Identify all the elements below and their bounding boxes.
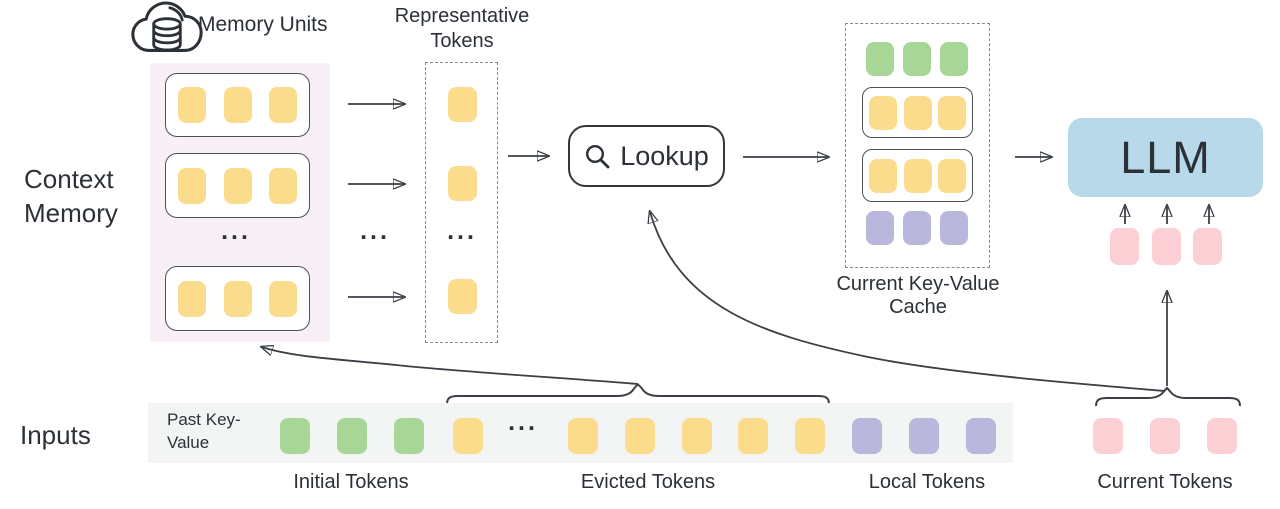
input-token-local — [909, 418, 939, 454]
token — [903, 95, 932, 130]
representative-token — [448, 279, 477, 314]
llm-input-token — [1193, 228, 1222, 265]
memory-unit-row — [165, 153, 310, 218]
representative-tokens-box — [425, 62, 498, 343]
input-token-evicted — [738, 418, 768, 454]
curve-evicted-to-context-memory — [262, 347, 639, 385]
cache-initial-row — [866, 42, 968, 76]
cache-memory-unit-row — [862, 87, 973, 138]
memory-unit-row — [165, 73, 310, 137]
representative-tokens-label: Representative Tokens — [394, 5, 530, 52]
cloud-database-icon — [131, 1, 203, 52]
llm-input-token — [1152, 228, 1181, 265]
local-tokens-label: Local Tokens — [868, 471, 986, 493]
token — [223, 87, 252, 123]
token — [869, 95, 898, 130]
representative-token — [448, 166, 477, 201]
search-icon — [586, 144, 610, 168]
token — [223, 280, 252, 317]
token — [866, 211, 894, 245]
input-token-local — [966, 418, 996, 454]
brace-current-tokens — [1095, 386, 1241, 407]
current-tokens-label: Current Tokens — [1097, 471, 1233, 493]
context-memory-label: Context Memory — [24, 164, 118, 228]
llm-box: LLM — [1068, 118, 1263, 197]
token — [269, 87, 297, 123]
input-token-initial — [280, 418, 310, 454]
token — [940, 42, 968, 76]
input-token-current — [1207, 418, 1237, 454]
token — [269, 167, 297, 204]
strip-ellipsis: ... — [508, 408, 538, 436]
brace-evicted-tokens — [446, 383, 830, 405]
input-token-initial — [337, 418, 367, 454]
memory-units-ellipsis: ... — [221, 217, 251, 245]
token — [869, 158, 898, 193]
inputs-label: Inputs — [20, 420, 91, 450]
token — [178, 280, 206, 317]
llm-label: LLM — [1120, 131, 1211, 183]
token — [940, 211, 968, 245]
current-kv-cache-box — [845, 23, 990, 268]
llm-input-token — [1110, 228, 1139, 265]
token — [178, 167, 206, 204]
input-token-local — [852, 418, 882, 454]
token — [903, 211, 931, 245]
input-token-evicted — [682, 418, 712, 454]
lookup-button: Lookup — [568, 125, 725, 187]
input-token-evicted — [625, 418, 655, 454]
input-token-evicted — [568, 418, 598, 454]
current-kv-cache-label: Current Key-Value Cache — [836, 273, 1000, 318]
memory-unit-row — [165, 266, 310, 331]
input-token-current — [1150, 418, 1180, 454]
token — [903, 158, 932, 193]
input-token-initial — [394, 418, 424, 454]
representative-token — [448, 87, 477, 122]
token — [178, 87, 206, 123]
cache-local-row — [866, 211, 968, 245]
memory-units-label: Memory Units — [198, 13, 328, 36]
token — [269, 280, 297, 317]
cache-memory-unit-row — [862, 149, 973, 202]
initial-tokens-label: Initial Tokens — [293, 471, 409, 493]
token — [866, 42, 894, 76]
input-token-current — [1093, 418, 1123, 454]
lookup-label: Lookup — [620, 140, 709, 171]
evicted-tokens-label: Evicted Tokens — [580, 471, 716, 493]
token — [937, 95, 966, 130]
past-key-value-label: Past Key-Value — [167, 410, 241, 452]
token — [223, 167, 252, 204]
representative-ellipsis: ... — [447, 217, 477, 245]
token — [903, 42, 931, 76]
token — [937, 158, 966, 193]
between-ellipsis: ... — [360, 217, 390, 245]
input-token-evicted — [795, 418, 825, 454]
input-token-evicted — [453, 418, 483, 454]
